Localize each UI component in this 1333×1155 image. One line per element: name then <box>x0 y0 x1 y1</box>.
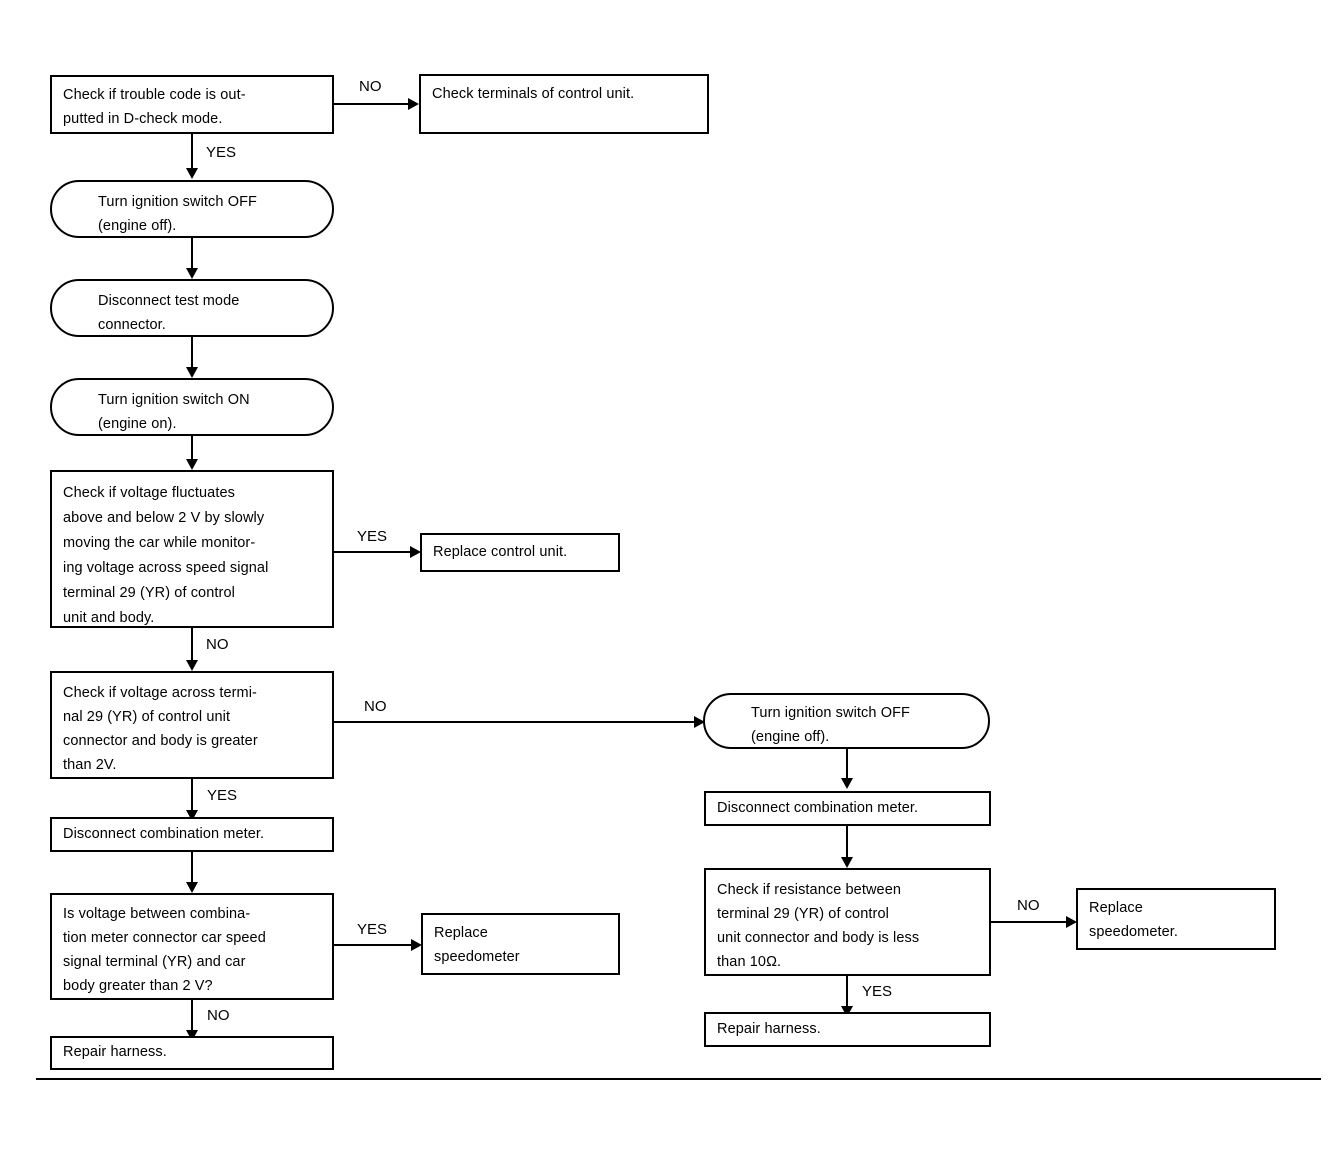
edge-arrow-n6-to-n8 <box>186 660 198 671</box>
node-check-voltage-across-terminal: Check if voltage across termi- nal 29 (Y… <box>50 671 334 779</box>
edge-arrow-n1-to-n3 <box>186 168 198 179</box>
edge-line-n14-to-n15 <box>846 826 848 863</box>
node-check-resistance: Check if resistance between terminal 29 … <box>704 868 991 976</box>
edge-arrow-n15-to-n17 <box>841 1006 853 1017</box>
node-check-voltage-fluctuates: Check if voltage fluctuates above and be… <box>50 470 334 628</box>
node-repair-harness-right: Repair harness. <box>704 1012 991 1047</box>
edge-line-n15-to-n17 <box>846 976 848 1011</box>
edge-line-n1-to-n3 <box>191 134 193 171</box>
edge-line-n3-to-n4 <box>191 238 193 275</box>
edge-line-n8-to-n13 <box>334 721 704 723</box>
edge-label-n8-no: NO <box>364 698 387 715</box>
edge-line-n9-to-n10 <box>191 852 193 888</box>
footer-divider <box>36 1078 1321 1080</box>
node-ignition-off-1: Turn ignition switch OFF (engine off). <box>50 180 334 238</box>
edge-line-n4-to-n5 <box>191 337 193 374</box>
edge-arrow-n10-to-n12 <box>186 1030 198 1041</box>
node-ignition-off-2: Turn ignition switch OFF (engine off). <box>703 693 990 749</box>
edge-arrow-n1-to-n2 <box>408 98 419 110</box>
edge-line-n10-to-n11 <box>334 944 413 946</box>
edge-label-n8-yes: YES <box>207 787 238 804</box>
edge-line-n13-to-n14 <box>846 749 848 783</box>
edge-arrow-n9-to-n10 <box>186 882 198 893</box>
edge-label-n6-yes: YES <box>357 528 388 545</box>
edge-arrow-n5-to-n6 <box>186 459 198 470</box>
edge-line-n8-to-n9 <box>191 779 193 815</box>
edge-line-n6-to-n8 <box>191 628 193 666</box>
node-repair-harness-left: Repair harness. <box>50 1036 334 1070</box>
edge-arrow-n8-to-n13 <box>694 716 705 728</box>
edge-arrow-n15-to-n16 <box>1066 916 1077 928</box>
edge-arrow-n13-to-n14 <box>841 778 853 789</box>
node-ignition-on: Turn ignition switch ON (engine on). <box>50 378 334 436</box>
node-check-terminals: Check terminals of control unit. <box>419 74 709 134</box>
node-replace-speedometer-right: Replace speedometer. <box>1076 888 1276 950</box>
edge-label-n15-no: NO <box>1017 897 1040 914</box>
edge-label-n6-no: NO <box>206 636 229 653</box>
edge-arrow-n10-to-n11 <box>411 939 422 951</box>
edge-label-n10-yes: YES <box>357 921 388 938</box>
edge-line-n6-to-n7 <box>334 551 412 553</box>
node-disconnect-test-mode-connector: Disconnect test mode connector. <box>50 279 334 337</box>
node-disconnect-combination-meter-left: Disconnect combination meter. <box>50 817 334 852</box>
node-replace-speedometer-left: Replace speedometer <box>421 913 620 975</box>
edge-label-n1-no: NO <box>359 78 382 95</box>
edge-arrow-n14-to-n15 <box>841 857 853 868</box>
edge-label-n15-yes: YES <box>862 983 893 1000</box>
edge-arrow-n8-to-n9 <box>186 810 198 821</box>
node-disconnect-combination-meter-right: Disconnect combination meter. <box>704 791 991 826</box>
edge-line-n1-to-n2 <box>334 103 410 105</box>
edge-line-n15-to-n16 <box>991 921 1069 923</box>
node-replace-control-unit: Replace control unit. <box>420 533 620 572</box>
edge-label-n1-yes: YES <box>206 144 237 161</box>
edge-line-n10-to-n12 <box>191 1000 193 1035</box>
edge-line-n5-to-n6 <box>191 436 193 464</box>
edge-arrow-n4-to-n5 <box>186 367 198 378</box>
node-is-voltage-between-meter-connector: Is voltage between combina- tion meter c… <box>50 893 334 1000</box>
edge-label-n10-no: NO <box>207 1007 230 1024</box>
edge-arrow-n6-to-n7 <box>410 546 421 558</box>
node-check-trouble-code: Check if trouble code is out- putted in … <box>50 75 334 134</box>
edge-arrow-n3-to-n4 <box>186 268 198 279</box>
